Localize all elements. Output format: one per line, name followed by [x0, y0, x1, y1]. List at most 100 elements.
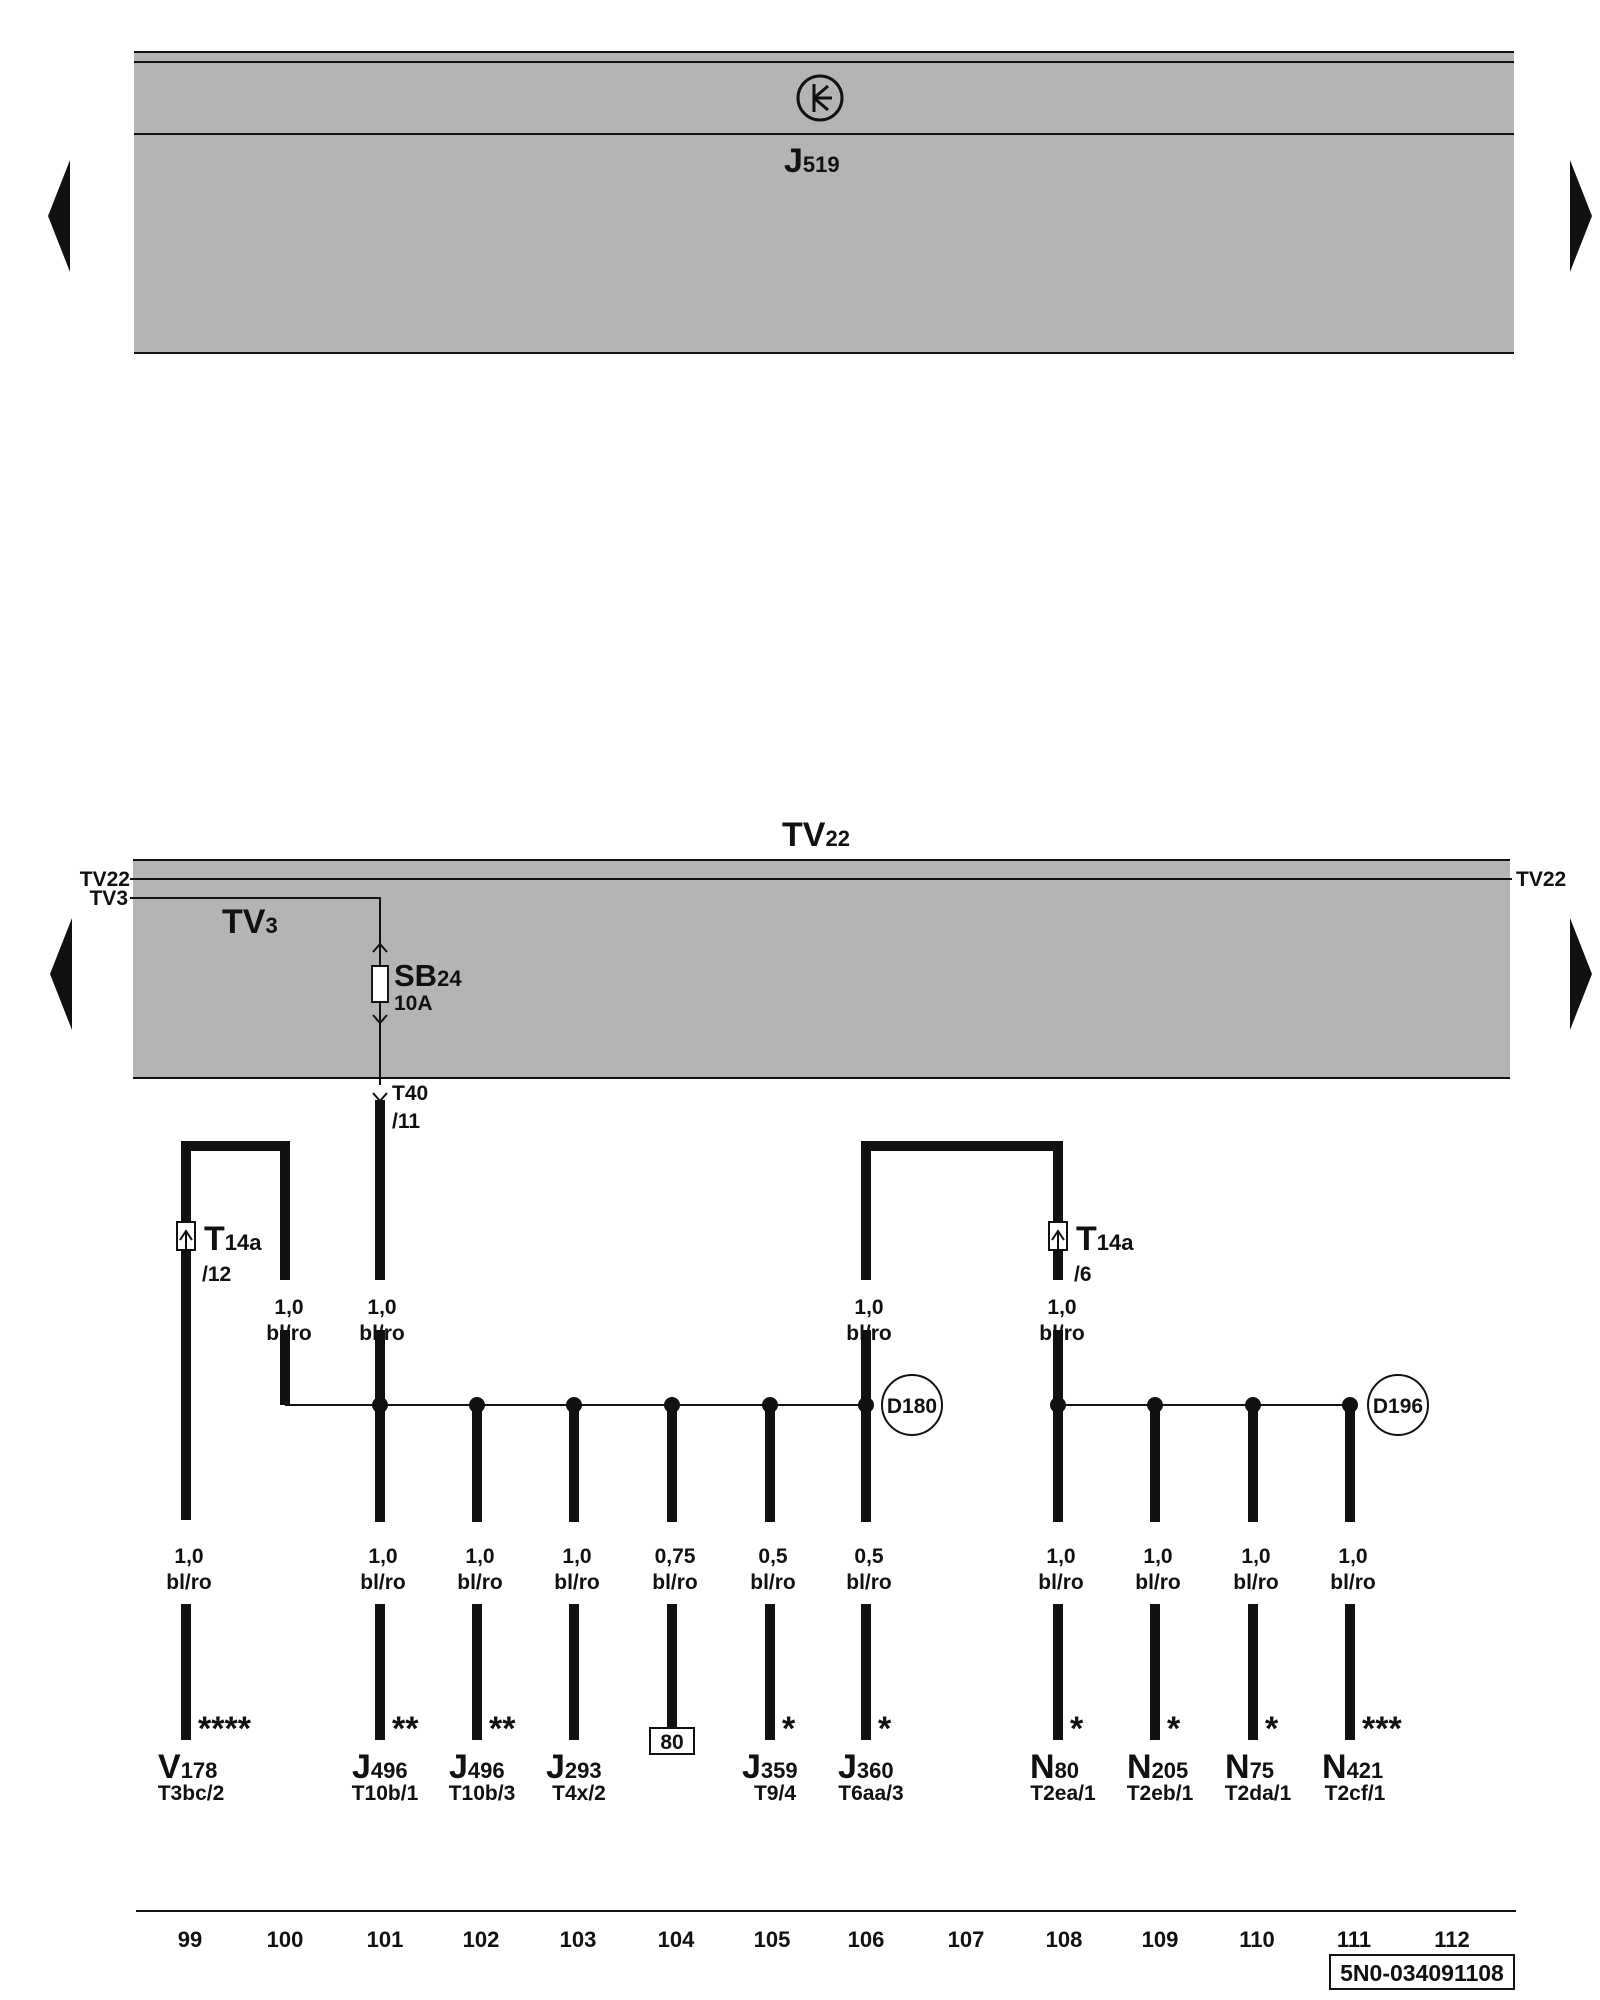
fuse-icon — [371, 942, 389, 1025]
wire-size-label: 1,0 — [854, 1296, 883, 1319]
wire-size-label: 1,0 — [274, 1296, 303, 1319]
page-prev-arrow-icon[interactable] — [50, 918, 72, 1030]
footnote-marker: **** — [198, 1710, 252, 1748]
column-number: 105 — [754, 1927, 791, 1952]
wire-color-label: bl/ro — [457, 1571, 503, 1594]
wire-size-label: 1,0 — [367, 1296, 396, 1319]
footnote-marker: * — [1167, 1710, 1181, 1748]
wire-size-label: 1,0 — [1241, 1545, 1270, 1568]
component-label: J360 — [838, 1748, 894, 1786]
wire-loop-right — [861, 1141, 1063, 1280]
component-label: J359 — [742, 1748, 798, 1786]
column-number: 104 — [658, 1927, 695, 1952]
wire-size-label: 0,5 — [758, 1545, 788, 1568]
connector-arrow-icon — [372, 1092, 388, 1103]
page-next-arrow-icon[interactable] — [1570, 918, 1592, 1030]
junction-dot — [1147, 1397, 1163, 1413]
junction-dot — [1342, 1397, 1358, 1413]
component-pin: T2cf/1 — [1325, 1782, 1386, 1805]
connector-t14a-right: T14a — [1076, 1220, 1134, 1258]
footnote-marker: * — [1265, 1710, 1279, 1748]
wire-size-label: 1,0 — [465, 1545, 494, 1568]
svg-text:D180: D180 — [887, 1395, 937, 1418]
footnote-marker: *** — [1362, 1710, 1402, 1748]
junction-dot — [1245, 1397, 1261, 1413]
wire-size-label: 1,0 — [1046, 1545, 1075, 1568]
panel-title-tv22: TV22 — [782, 816, 850, 854]
wire-color-label: bl/ro — [1233, 1571, 1279, 1594]
footnote-marker: * — [878, 1710, 892, 1748]
branches: 1,0bl/ro****V178T3bc/21,0bl/ro**J496T10b… — [158, 1397, 1402, 1805]
reference-number: 80 — [660, 1731, 683, 1754]
bottom-panel: TV22 TV22 TV22 TV3 TV3 SB24 10A — [80, 816, 1566, 1085]
wire-size-label: 0,75 — [655, 1545, 696, 1568]
connector-t14a-left-pin: /12 — [202, 1263, 231, 1286]
unit-label-j519: J519 — [784, 142, 840, 180]
connector-t14a-left: T14a — [204, 1220, 262, 1258]
junction-dot — [566, 1397, 582, 1413]
wire-color-label: bl/ro — [846, 1322, 892, 1345]
component-pin: T2eb/1 — [1127, 1782, 1194, 1805]
ground-star-icon — [796, 74, 844, 122]
component-pin: T2da/1 — [1225, 1782, 1292, 1805]
column-number: 107 — [948, 1927, 985, 1952]
fuse-label-sb24: SB24 — [394, 958, 462, 993]
wire-color-label: bl/ro — [1038, 1571, 1084, 1594]
column-number: 100 — [267, 1927, 304, 1952]
column-number: 109 — [1142, 1927, 1179, 1952]
column-number: 99 — [178, 1927, 202, 1952]
component-label: J496 — [352, 1748, 408, 1786]
ground-point-d196: D196 — [1367, 1374, 1429, 1436]
bus-label-tv22-left: TV22 — [80, 868, 130, 891]
wire-size-label: 0,5 — [854, 1545, 884, 1568]
bottom-panel-background — [133, 860, 1510, 1078]
reference-box — [649, 1727, 695, 1755]
column-number: 102 — [463, 1927, 500, 1952]
column-number: 103 — [560, 1927, 597, 1952]
column-number: 106 — [848, 1927, 885, 1952]
doc-id: 5N0-034091108 — [1340, 1960, 1504, 1986]
component-pin: T3bc/2 — [158, 1782, 225, 1805]
footnote-marker: ** — [392, 1710, 419, 1748]
connector-icon — [1048, 1221, 1068, 1251]
page-next-arrow-icon[interactable] — [1570, 160, 1592, 272]
wire-loop-left — [181, 1141, 290, 1280]
column-number: 111 — [1337, 1927, 1371, 1952]
top-panel: J519 — [134, 51, 1514, 354]
branch-4: 0,75 bl/ro 80 — [649, 1397, 698, 1755]
wire-color-label: bl/ro — [1135, 1571, 1181, 1594]
connector-t40: T40 — [392, 1082, 428, 1105]
wire-color-label: bl/ro — [652, 1571, 698, 1594]
junction-dot — [664, 1397, 680, 1413]
connector-t40-pin: /11 — [392, 1110, 420, 1133]
component-label: V178 — [158, 1748, 217, 1786]
bus-label-tv22-right: TV22 — [1516, 868, 1566, 891]
wire-color-label: bl/ro — [1039, 1322, 1085, 1345]
component-pin: T10b/1 — [352, 1782, 419, 1805]
wire-color-label: bl/ro — [359, 1322, 405, 1345]
wire-size-label: 1,0 — [174, 1545, 203, 1568]
wire-color-label: bl/ro — [360, 1571, 406, 1594]
component-pin: T6aa/3 — [838, 1782, 903, 1805]
component-label: J293 — [546, 1748, 602, 1786]
component-label: N205 — [1127, 1748, 1188, 1786]
wire-color-label: bl/ro — [846, 1571, 892, 1594]
wire-size-label: 1,0 — [368, 1545, 397, 1568]
wire-color-label: bl/ro — [266, 1322, 312, 1345]
page-prev-arrow-icon[interactable] — [48, 160, 70, 272]
component-label: J496 — [449, 1748, 505, 1786]
column-number: 110 — [1239, 1927, 1275, 1952]
component-pin: T10b/3 — [449, 1782, 516, 1805]
ground-point-d180: D180 — [881, 1374, 943, 1436]
wire-color-label: bl/ro — [750, 1571, 796, 1594]
footnote-marker: * — [1070, 1710, 1084, 1748]
